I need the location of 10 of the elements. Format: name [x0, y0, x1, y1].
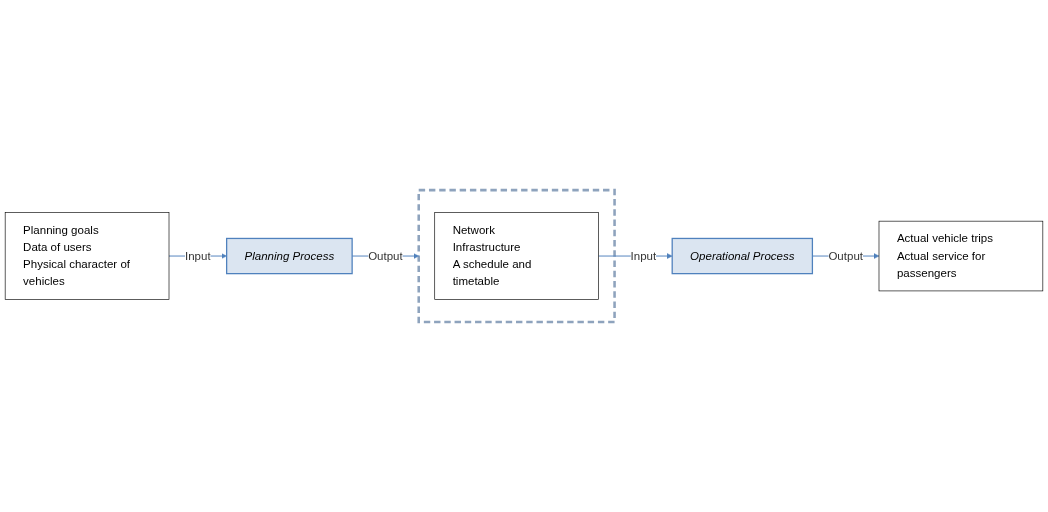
node-box: Actual vehicle trips Actual service for passengers	[878, 220, 1044, 292]
node-box: Network Infrastructure A schedule and timetable	[434, 212, 599, 300]
node-box: Planning goals Data of users Physical character of vehicles	[4, 212, 170, 300]
node-box: Planning Process	[226, 237, 353, 275]
edge-label: Output	[368, 249, 403, 263]
edge-label: Input	[630, 249, 657, 263]
edge-label: Output	[828, 249, 863, 263]
cluster	[417, 188, 616, 324]
edge-label: Input	[185, 249, 211, 263]
node-box: Operational Process	[671, 237, 814, 275]
